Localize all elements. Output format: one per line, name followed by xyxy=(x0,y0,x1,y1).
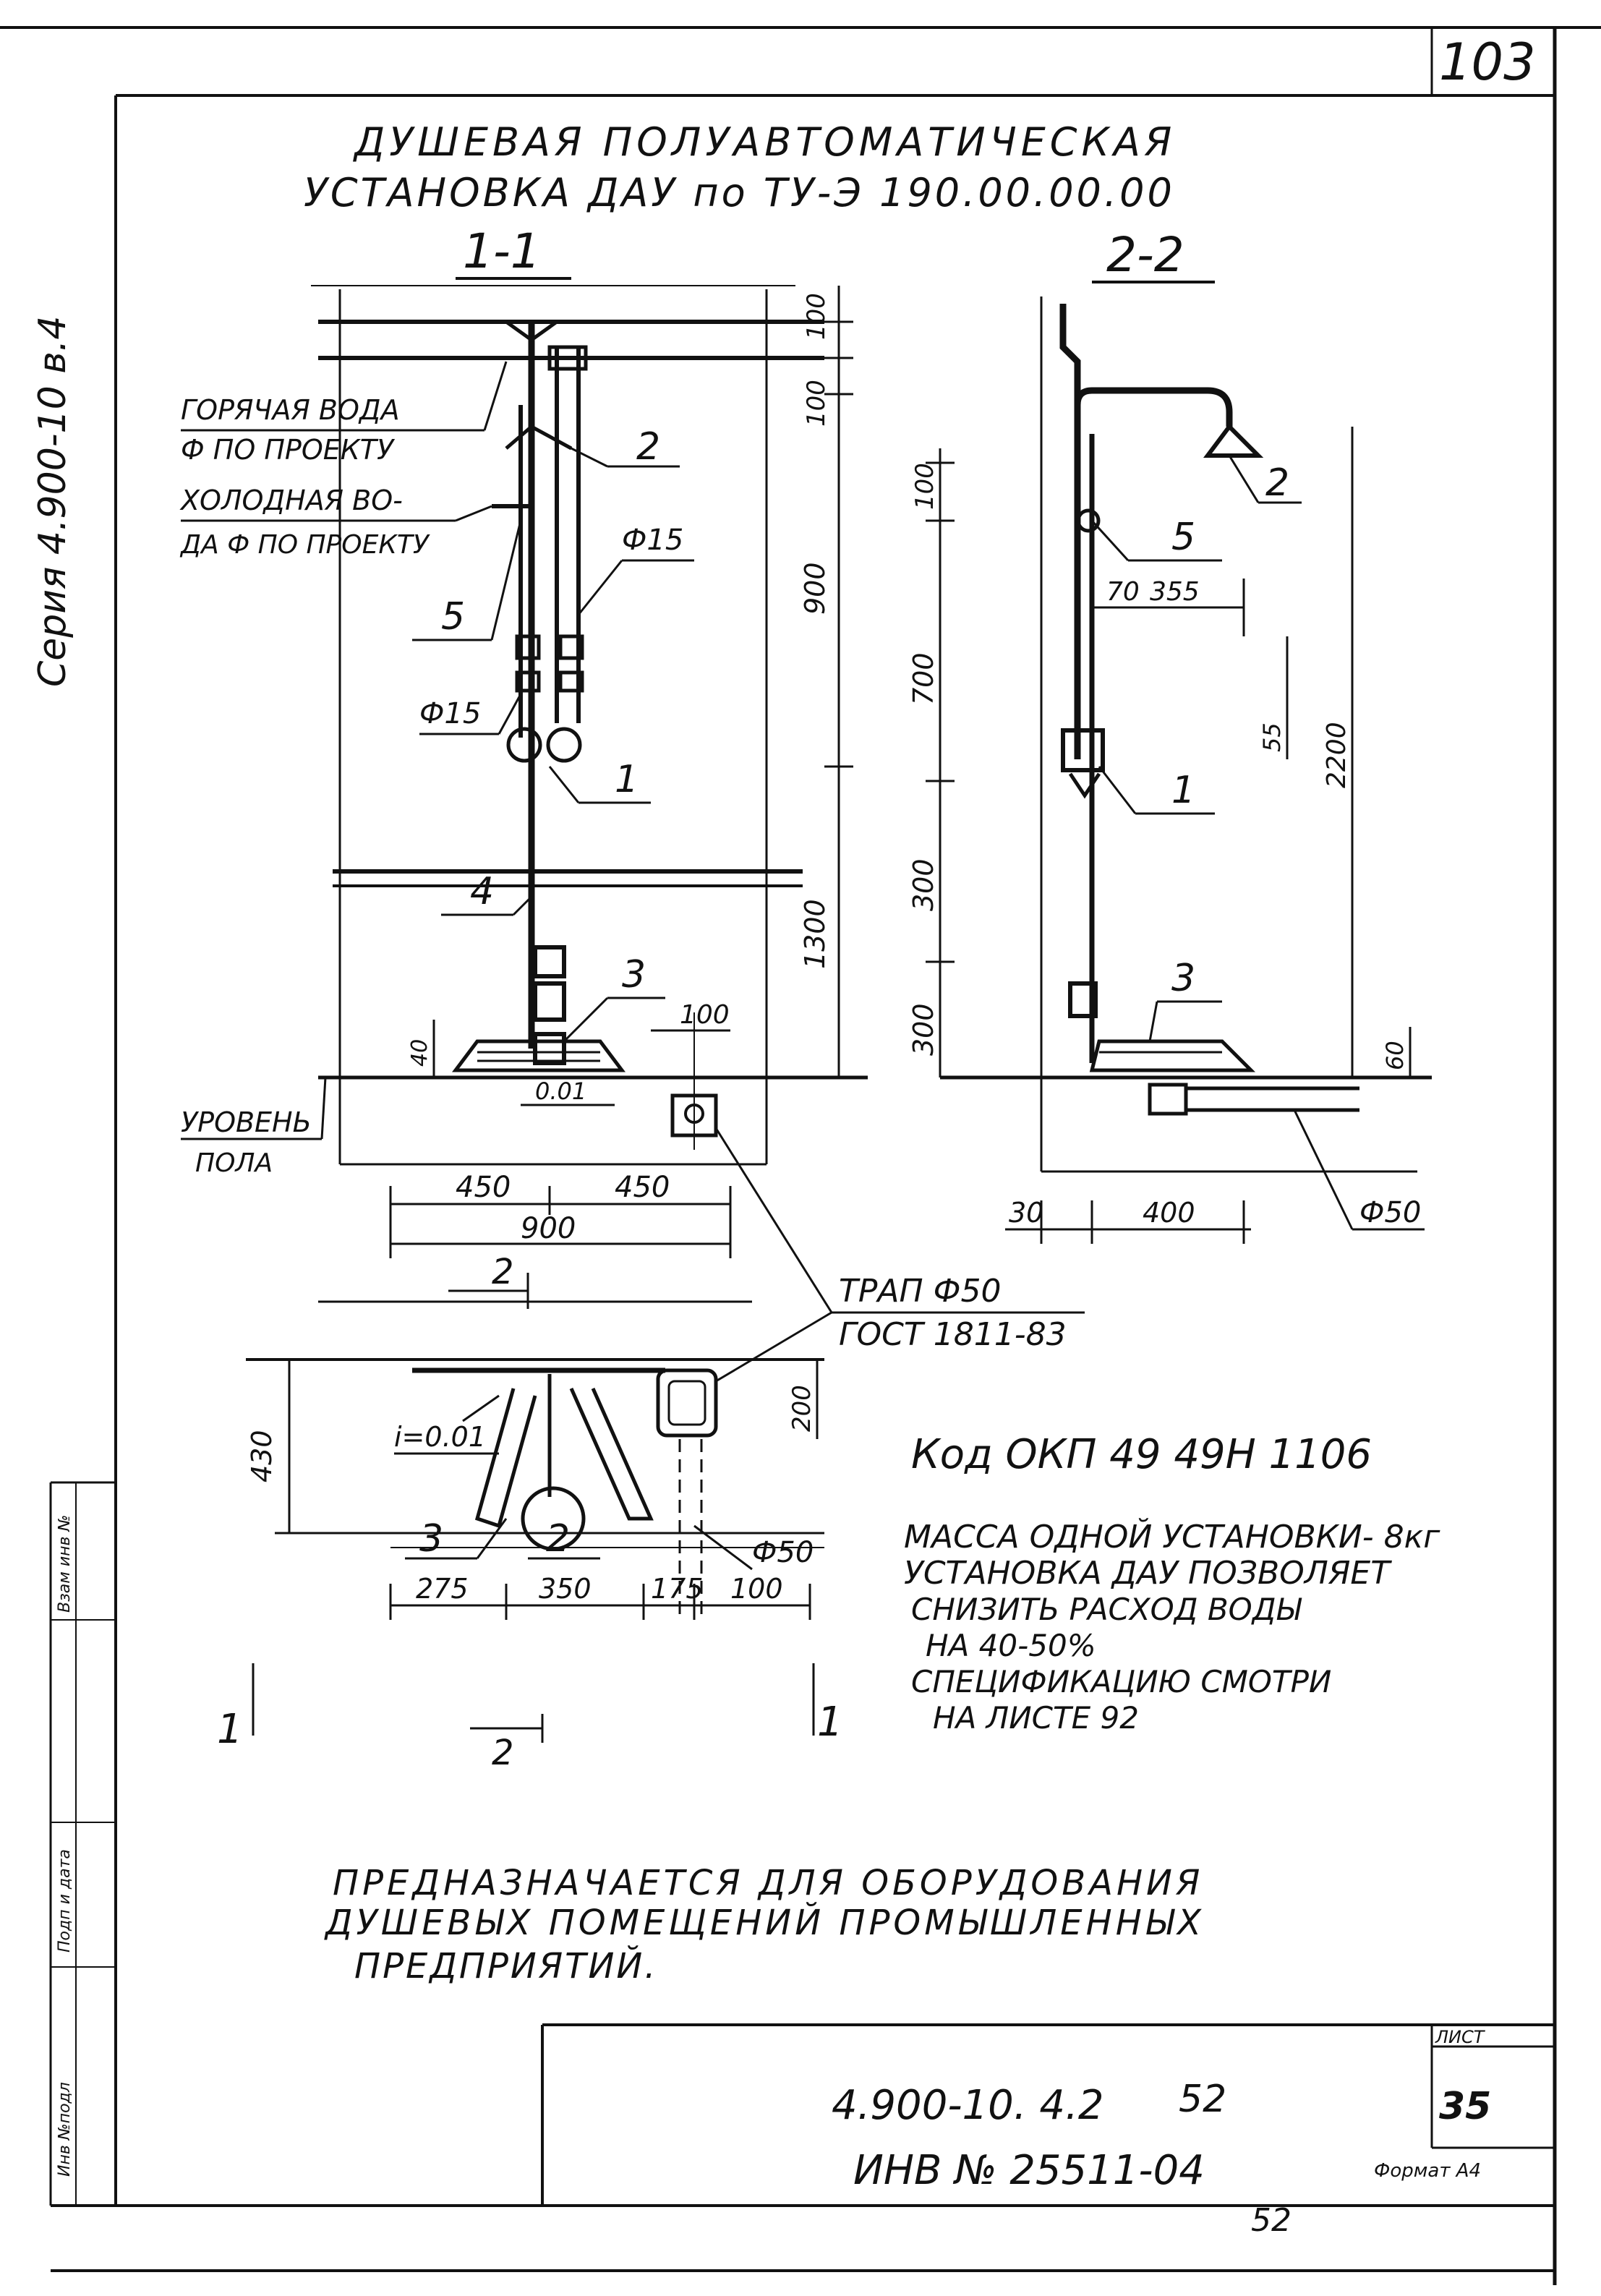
plan-dim-430: 430 xyxy=(246,1430,278,1482)
callout-2-2-3: 3 xyxy=(1171,957,1195,1000)
section-2-2: 2-2 100 700 300 300 70 355 xyxy=(908,227,1432,1244)
slope-1-1: 0.01 xyxy=(535,1077,586,1105)
callout-1-1-3: 3 xyxy=(622,953,646,997)
callout-2-2-1: 1 xyxy=(1171,769,1195,812)
floor-line1: УРОВЕНЬ xyxy=(181,1106,312,1138)
stamp-sign-date: Подп и дата xyxy=(56,1849,74,1953)
dim-1-1-1: 100 xyxy=(802,380,831,427)
sheet-label: ЛИСТ xyxy=(1435,2027,1486,2047)
dim-2-2-1: 700 xyxy=(908,652,939,705)
callout-1-1-5: 5 xyxy=(441,595,465,639)
plan-dim-175: 175 xyxy=(651,1573,704,1605)
dim-1-1-2: 900 xyxy=(799,562,831,615)
callout-2-2-2: 2 xyxy=(1265,461,1289,505)
purpose-line2: ДУШЕВЫХ ПОМЕЩЕНИЙ ПРОМЫШЛЕННЫХ xyxy=(324,1902,1205,1943)
purpose-line3: ПРЕДПРИЯТИЙ. xyxy=(354,1945,658,1986)
plan-view: 430 200 275 350 175 100 i=0.01 Ф50 3 2 2… xyxy=(217,1127,1085,1773)
dim-1-1-8: 900 xyxy=(521,1212,576,1245)
mark-1-left: 1 xyxy=(217,1706,243,1753)
dim-2-2-8: 60 xyxy=(1381,1041,1409,1070)
dim-2-2-4: 70 xyxy=(1106,577,1140,607)
callout-2-2-5: 5 xyxy=(1171,516,1195,559)
mark-2-bottom: 2 xyxy=(492,1733,514,1773)
sheet-frame xyxy=(0,26,1601,2285)
dim-2-2-10: 400 xyxy=(1143,1197,1195,1229)
dim-2-2-0: 100 xyxy=(910,463,939,510)
dim-2-2-3: 300 xyxy=(908,1003,939,1056)
dim-2-2-7: 2200 xyxy=(1322,722,1352,788)
inventory-number: ИНВ № 25511-04 xyxy=(853,2147,1205,2194)
drain-d-2-2: Ф50 xyxy=(1359,1196,1421,1229)
stamp-cells: Инв №подл Подп и дата Взам инв № xyxy=(56,1515,74,2177)
section-1-1: 1-1 xyxy=(179,223,868,1258)
pipe-d1: Ф15 xyxy=(622,524,683,557)
sheet-number: 35 xyxy=(1439,2085,1491,2128)
inventory-extra: 52 xyxy=(1251,2202,1292,2239)
dim-1-1-7: 450 xyxy=(615,1171,670,1204)
cold-water-line2: ДА Ф ПО ПРОЕКТУ xyxy=(179,530,430,560)
plan-dim-275: 275 xyxy=(416,1573,469,1605)
dim-2-2-2: 300 xyxy=(908,858,939,911)
note-line-5: НА ЛИСТЕ 92 xyxy=(933,1700,1139,1736)
dim-1-1-4: 40 xyxy=(407,1039,432,1067)
dim-1-1-0: 100 xyxy=(802,293,831,340)
plan-callout-2: 2 xyxy=(546,1517,570,1561)
hot-water-line1: ГОРЯЧАЯ ВОДА xyxy=(181,394,400,426)
drain-label-line2: ГОСТ 1811-83 xyxy=(839,1316,1067,1353)
section-1-1-label: 1-1 xyxy=(463,223,541,279)
plan-dim-100: 100 xyxy=(730,1573,783,1605)
hot-water-line2: Ф ПО ПРОЕКТУ xyxy=(181,434,396,466)
plan-dim-200: 200 xyxy=(787,1385,816,1432)
cold-water-line1: ХОЛОДНАЯ ВО- xyxy=(179,485,403,516)
plan-drain-d: Ф50 xyxy=(752,1536,814,1569)
title-line1: ДУШЕВАЯ ПОЛУАВТОМАТИЧЕСКАЯ xyxy=(353,119,1176,165)
mark-2-top: 2 xyxy=(492,1252,514,1292)
dim-2-2-5: 355 xyxy=(1150,577,1200,607)
floor-line2: ПОЛА xyxy=(195,1148,273,1178)
drain-label-line1: ТРАП Ф50 xyxy=(839,1273,1001,1310)
note-line-0: МАССА ОДНОЙ УСТАНОВКИ- 8кг xyxy=(904,1517,1440,1555)
stamp-inv-repl: Взам инв № xyxy=(56,1515,74,1613)
dim-2-2-9: 30 xyxy=(1009,1197,1043,1229)
note-line-3: НА 40-50% xyxy=(926,1628,1096,1663)
format-label: Формат А4 xyxy=(1374,2160,1481,2182)
section-2-2-label: 2-2 xyxy=(1106,227,1184,283)
notes-block: Код ОКП 49 49Н 1106 МАССА ОДНОЙ УСТАНОВК… xyxy=(324,1431,1440,1986)
drawing-code-extra: 52 xyxy=(1179,2078,1226,2121)
drawing-code: 4.900-10. 4.2 xyxy=(832,2082,1103,2129)
series-label: Серия 4.900-10 в.4 xyxy=(31,316,74,688)
plan-dim-350: 350 xyxy=(539,1573,592,1605)
dim-1-1-3: 1300 xyxy=(799,899,831,969)
pipe-d2: Ф15 xyxy=(419,697,481,730)
stamp-inv-orig: Инв №подл xyxy=(56,2082,74,2177)
callout-1-1-1: 1 xyxy=(615,758,639,801)
purpose-line1: ПРЕДНАЗНАЧАЕТСЯ ДЛЯ ОБОРУДОВАНИЯ xyxy=(333,1863,1203,1903)
title-block: ЛИСТ 35 4.900-10. 4.2 52 ИНВ № 25511-04 … xyxy=(541,2023,1555,2239)
page-top-number: 103 xyxy=(1439,33,1536,92)
callout-1-1-4: 4 xyxy=(470,870,494,913)
note-line-1: УСТАНОВКА ДАУ ПОЗВОЛЯЕТ xyxy=(904,1555,1392,1592)
dim-1-1-6: 450 xyxy=(456,1171,511,1204)
mark-1-right: 1 xyxy=(817,1699,843,1746)
plan-callout-3: 3 xyxy=(419,1517,443,1561)
callout-1-1-2: 2 xyxy=(636,425,660,469)
note-line-4: СПЕЦИФИКАЦИЮ СМОТРИ xyxy=(911,1664,1331,1699)
note-line-2: СНИЗИТЬ РАСХОД ВОДЫ xyxy=(911,1592,1302,1627)
dim-2-2-6: 55 xyxy=(1258,722,1286,752)
okp-code: Код ОКП 49 49Н 1106 xyxy=(911,1431,1372,1478)
plan-slope: i=0.01 xyxy=(394,1421,486,1453)
title-line2: УСТАНОВКА ДАУ по ТУ-Э 190.00.00.00 xyxy=(304,170,1175,215)
dim-1-1-5: 100 xyxy=(680,1000,730,1030)
